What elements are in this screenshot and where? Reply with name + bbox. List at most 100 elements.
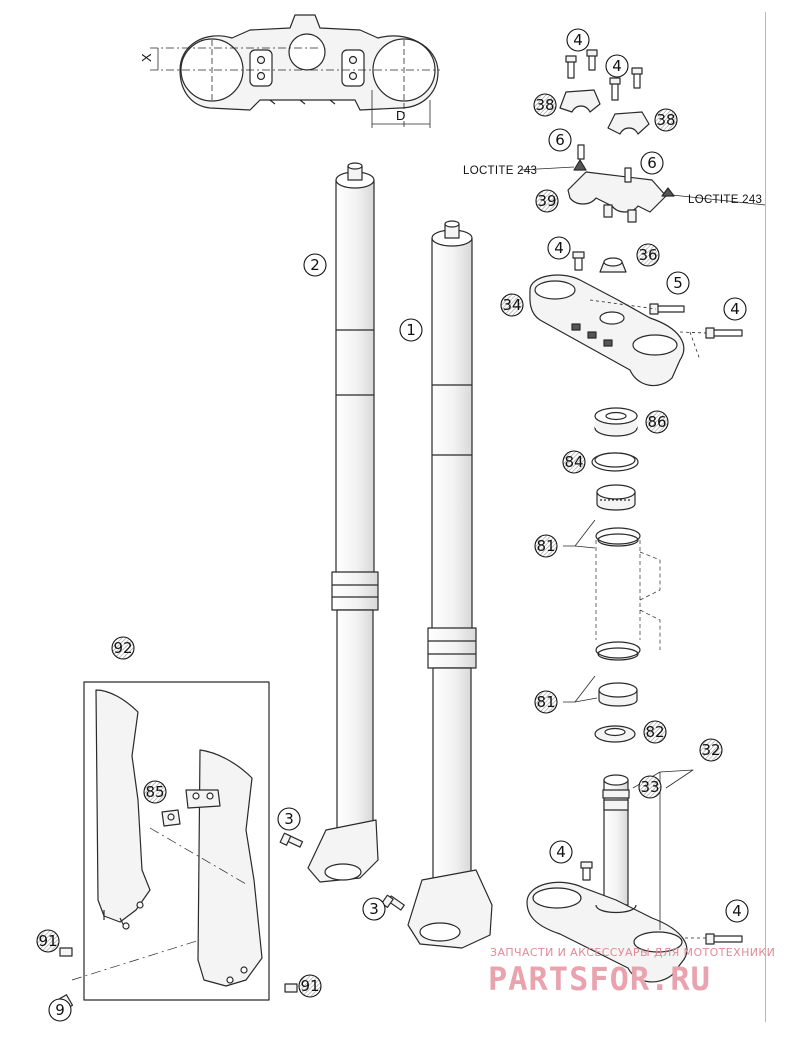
callout-circle: [636, 243, 660, 267]
callout-38: 38: [654, 108, 678, 132]
callout-circle: [699, 738, 723, 762]
callout-number: 4: [612, 57, 622, 75]
callout-number: 1: [406, 321, 416, 339]
watermark-brand: PARTSFOR.RU: [488, 960, 711, 998]
callout-circle: [36, 929, 60, 953]
callout-circle: [645, 410, 669, 434]
callout-number: 91: [300, 977, 319, 995]
lower-triple-clamp: [526, 861, 743, 983]
callout-number: 36: [638, 246, 657, 264]
callout-4: 4: [566, 28, 590, 52]
callout-number: 33: [640, 778, 659, 796]
callout-circle: [566, 28, 590, 52]
steering-stem: [602, 774, 630, 906]
callout-number: 3: [284, 810, 294, 828]
callout-circle: [111, 636, 135, 660]
callout-circle: [723, 297, 747, 321]
top-triple-clamp-dimension-view: [179, 14, 439, 111]
callout-91: 91: [36, 929, 60, 953]
loctite-note-right: LOCTITE 243: [688, 194, 762, 206]
handlebar-clamp-screws: [565, 49, 643, 101]
callout-circle: [277, 807, 301, 831]
callout-5: 5: [666, 271, 690, 295]
callout-4: 4: [605, 54, 629, 78]
callout-circle: [605, 54, 629, 78]
callout-number: 5: [673, 274, 683, 292]
lower-bearing-81: [595, 641, 641, 707]
callout-circle: [548, 128, 572, 152]
callout-34: 34: [500, 293, 524, 317]
callout-circle: [534, 534, 558, 558]
fork-guard-kit: [58, 681, 298, 1010]
callout-number: 92: [113, 639, 132, 657]
callout-84: 84: [562, 450, 586, 474]
fork-leg-2: [279, 162, 379, 883]
callout-number: 34: [502, 296, 521, 314]
callout-circle: [666, 271, 690, 295]
upper-triple-clamp: [529, 251, 743, 387]
callout-circle: [143, 780, 167, 804]
callout-circle: [533, 93, 557, 117]
callout-number: 32: [701, 741, 720, 759]
callout-circle: [654, 108, 678, 132]
callout-circle: [48, 998, 72, 1022]
watermark-caption: ЗАПЧАСТИ И АКСЕССУАРЫ ДЛЯ МОТОТЕХНИКИ: [490, 946, 776, 959]
callout-4: 4: [549, 840, 573, 864]
callout-number: 39: [537, 192, 556, 210]
callout-82: 82: [643, 720, 667, 744]
callout-86: 86: [645, 410, 669, 434]
page-edge-line: [765, 12, 766, 1022]
head-tube-outline: [595, 540, 661, 650]
callout-number: 9: [55, 1001, 65, 1019]
callout-38: 38: [533, 93, 557, 117]
callout-number: 82: [645, 723, 664, 741]
callout-number: 84: [564, 453, 583, 471]
loctite-note-left: LOCTITE 243: [463, 165, 537, 177]
callout-33: 33: [638, 775, 662, 799]
dimension-d-label: D: [396, 108, 405, 123]
callout-4: 4: [725, 899, 749, 923]
callout-number: 38: [656, 111, 675, 129]
callout-number: 86: [647, 413, 666, 431]
callout-number: 85: [145, 783, 164, 801]
callout-6: 6: [640, 151, 664, 175]
callout-circle: [399, 318, 423, 342]
callout-number: 3: [369, 900, 379, 918]
callout-number: 81: [536, 693, 555, 711]
callout-85: 85: [143, 780, 167, 804]
upper-bearing-81: [595, 484, 641, 547]
callout-number: 38: [535, 96, 554, 114]
callout-39: 39: [535, 189, 559, 213]
handlebar-clamp-base: [567, 171, 667, 223]
callout-3: 3: [277, 807, 301, 831]
dust-seal-86: [594, 407, 638, 437]
threaded-sleeves: [573, 144, 675, 197]
callout-2: 2: [303, 253, 327, 277]
callout-circle: [362, 897, 386, 921]
callout-circle: [725, 899, 749, 923]
callout-number: 91: [38, 932, 57, 950]
callout-91: 91: [298, 974, 322, 998]
fork-leg-1: [381, 220, 493, 949]
callout-number: 4: [554, 239, 564, 257]
callout-circle: [298, 974, 322, 998]
callout-circle: [534, 690, 558, 714]
callout-number: 4: [573, 31, 583, 49]
callout-92: 92: [111, 636, 135, 660]
callout-1: 1: [399, 318, 423, 342]
callout-number: 6: [555, 131, 565, 149]
seal-82: [594, 725, 636, 743]
callout-circle: [547, 236, 571, 260]
callout-number: 81: [536, 537, 555, 555]
callout-3: 3: [362, 897, 386, 921]
callout-circle: [562, 450, 586, 474]
handlebar-clamp-caps: [559, 89, 650, 135]
callout-9: 9: [48, 998, 72, 1022]
callout-circle: [638, 775, 662, 799]
callout-32: 32: [699, 738, 723, 762]
callout-circle: [535, 189, 559, 213]
callout-number: 4: [732, 902, 742, 920]
callout-number: 6: [647, 154, 657, 172]
